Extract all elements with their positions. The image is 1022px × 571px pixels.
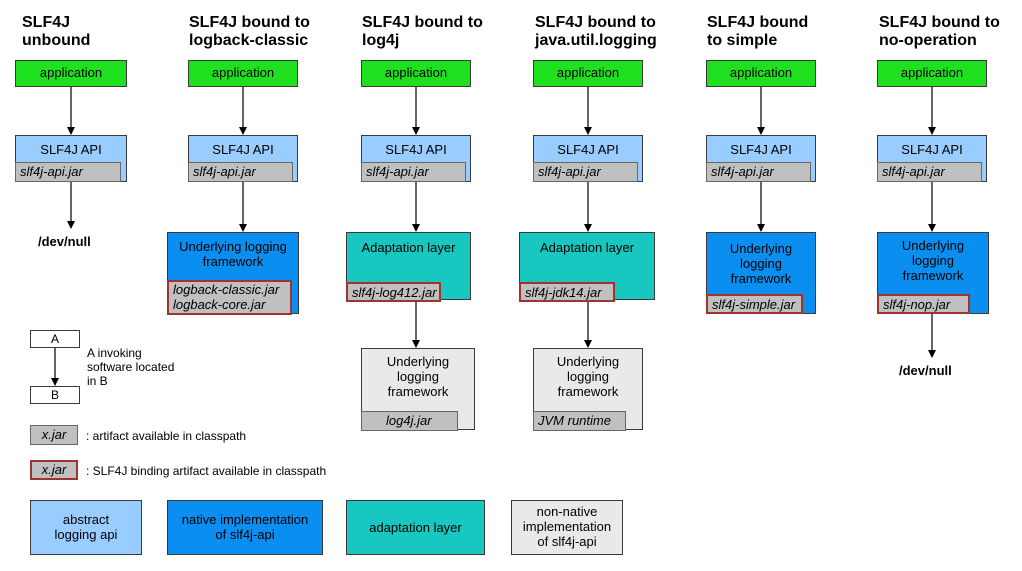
col-log4j-title: SLF4J bound to log4j — [362, 14, 483, 49]
legend-invoke-text: A invoking software located in B — [87, 346, 175, 388]
col-log4j-application: application — [361, 60, 471, 87]
legend-non-native: non-native implementation of slf4j-api — [511, 500, 623, 555]
legend-jar-sample: x.jar — [30, 425, 78, 445]
legend-binding-sample: x.jar — [30, 460, 78, 480]
col-unbound-title: SLF4J unbound — [22, 14, 91, 49]
api-label: SLF4J API — [40, 142, 102, 157]
framework-label: Underlying logging framework — [729, 241, 793, 286]
col-simple-title: SLF4J bound to simple — [707, 14, 809, 49]
col-jul-application: application — [533, 60, 643, 87]
legend-jar-text: : artifact available in classpath — [86, 429, 247, 443]
col-nop-title: SLF4J bound to no-operation — [879, 14, 1000, 49]
col-jul-title: SLF4J bound to java.util.logging — [535, 14, 657, 49]
api-label: SLF4J API — [901, 142, 963, 157]
legend-adaptation: adaptation layer — [346, 500, 485, 555]
col-nop-binding-jar: slf4j-nop.jar — [877, 294, 970, 314]
col-unbound-dev-null: /dev/null — [38, 234, 91, 249]
framework-label: Underlying logging framework — [386, 354, 450, 399]
api-label: SLF4J API — [557, 142, 619, 157]
legend-native-impl: native implementation of slf4j-api — [167, 500, 323, 555]
col-simple-binding-jar: slf4j-simple.jar — [706, 294, 803, 314]
framework-label: Underlying logging framework — [556, 354, 620, 399]
legend-native-label: native implementation of slf4j-api — [181, 512, 309, 542]
col-log4j-binding-jar: slf4j-log412.jar — [346, 282, 441, 302]
legend-binding-text: : SLF4J binding artifact available in cl… — [86, 464, 327, 478]
col-nop-application: application — [877, 60, 987, 87]
adaptation-label: Adaptation layer — [361, 240, 456, 255]
col-logback-application: application — [188, 60, 298, 87]
framework-label: Underlying logging framework — [901, 238, 965, 283]
col-log4j-log4j-jar: log4j.jar — [361, 411, 458, 431]
col-unbound-api-jar: slf4j-api.jar — [15, 162, 121, 182]
col-simple-api-jar: slf4j-api.jar — [706, 162, 811, 182]
col-log4j-api-jar: slf4j-api.jar — [361, 162, 466, 182]
col-jul-binding-jar: slf4j-jdk14.jar — [519, 282, 615, 302]
api-label: SLF4J API — [385, 142, 447, 157]
legend-abstract-label: abstract logging api — [54, 512, 118, 542]
col-simple-application: application — [706, 60, 816, 87]
framework-label: Underlying logging framework — [179, 239, 287, 269]
legend-non-native-label: non-native implementation of slf4j-api — [522, 504, 612, 549]
adaptation-label: Adaptation layer — [540, 240, 634, 255]
legend-box-a: A — [30, 330, 80, 348]
col-logback-api-jar: slf4j-api.jar — [188, 162, 293, 182]
legend-abstract-api: abstract logging api — [30, 500, 142, 555]
col-nop-api-jar: slf4j-api.jar — [877, 162, 982, 182]
col-nop-dev-null: /dev/null — [899, 363, 952, 378]
api-label: SLF4J API — [730, 142, 792, 157]
legend-adaptation-label: adaptation layer — [369, 520, 462, 535]
col-logback-title: SLF4J bound to logback-classic — [189, 14, 310, 49]
col-jul-jvm-runtime: JVM runtime — [533, 411, 626, 431]
col-unbound-application: application — [15, 60, 127, 87]
col-logback-binding-jar: logback-classic.jar logback-core.jar — [167, 280, 292, 315]
col-jul-api-jar: slf4j-api.jar — [533, 162, 638, 182]
legend-box-b: B — [30, 386, 80, 404]
api-label: SLF4J API — [212, 142, 274, 157]
